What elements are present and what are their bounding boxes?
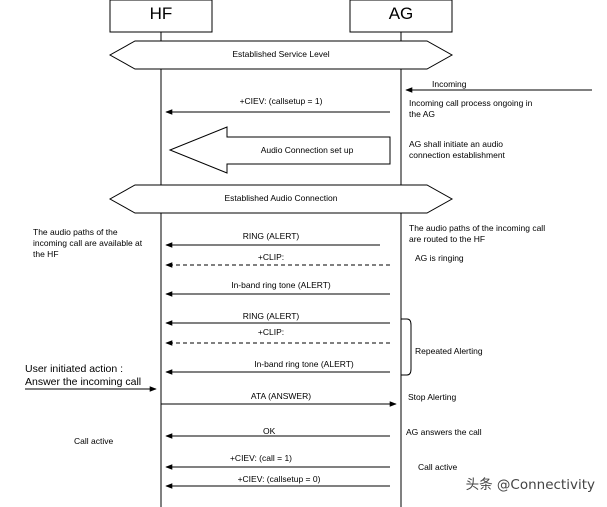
ag-note-repeated-alerting: Repeated Alerting (415, 346, 483, 356)
ag-note-incoming: Incoming (432, 79, 467, 89)
ag-note-initiate-audio: AG shall initiate an audio connection es… (409, 139, 505, 160)
ag-note-audio-routed: The audio paths of the incoming call are… (409, 223, 546, 244)
msg-label-ring-2: RING (ALERT) (242, 311, 300, 321)
ag-note-answers-call: AG answers the call (406, 427, 482, 437)
ag-note-ringing: AG is ringing (415, 253, 464, 263)
msg-label-ciev-callsetup-0: +CIEV: (callsetup = 0) (237, 474, 321, 484)
audio-connection-label: Established Audio Connection (224, 193, 338, 203)
hf-note-audio-available: The audio paths of the incoming call are… (33, 227, 143, 259)
audio-setup-label: Audio Connection set up (260, 145, 354, 155)
ag-note-call-active: Call active (418, 462, 458, 472)
service-level-label: Established Service Level (232, 49, 330, 59)
msg-label-inband-1: In-band ring tone (ALERT) (231, 280, 331, 290)
msg-label-ciev-call-1: +CIEV: (call = 1) (229, 453, 293, 463)
msg-label-ring-1: RING (ALERT) (242, 231, 300, 241)
msg-label-clip-1: +CLIP: (257, 252, 285, 262)
msg-label-ciev-callsetup-1: +CIEV: (callsetup = 1) (239, 96, 323, 106)
ag-heading: AG (388, 4, 414, 23)
ag-note-stop-alerting: Stop Alerting (408, 392, 457, 402)
ag-note-process-ongoing: Incoming call process ongoing in the AG (409, 98, 533, 119)
ag-participant-box (349, 0, 453, 33)
repeated-alerting-brace (401, 318, 412, 376)
msg-label-inband-2: In-band ring tone (ALERT) (254, 359, 354, 369)
msg-label-ok: OK (263, 426, 276, 436)
message-lines (161, 109, 397, 489)
hf-heading: HF (149, 4, 173, 23)
hf-participant-box (109, 0, 213, 33)
audio-setup-hollow-arrow (168, 126, 391, 174)
watermark: 头条 @Connectivity (465, 477, 595, 493)
hf-note-user-action: User initiated action : Answer the incom… (25, 363, 142, 388)
hf-note-call-active: Call active (74, 436, 114, 446)
service-level-banner (108, 40, 454, 70)
msg-label-clip-2: +CLIP: (257, 327, 285, 337)
audio-connection-banner (108, 184, 454, 214)
msg-label-ata: ATA (ANSWER) (250, 391, 312, 401)
